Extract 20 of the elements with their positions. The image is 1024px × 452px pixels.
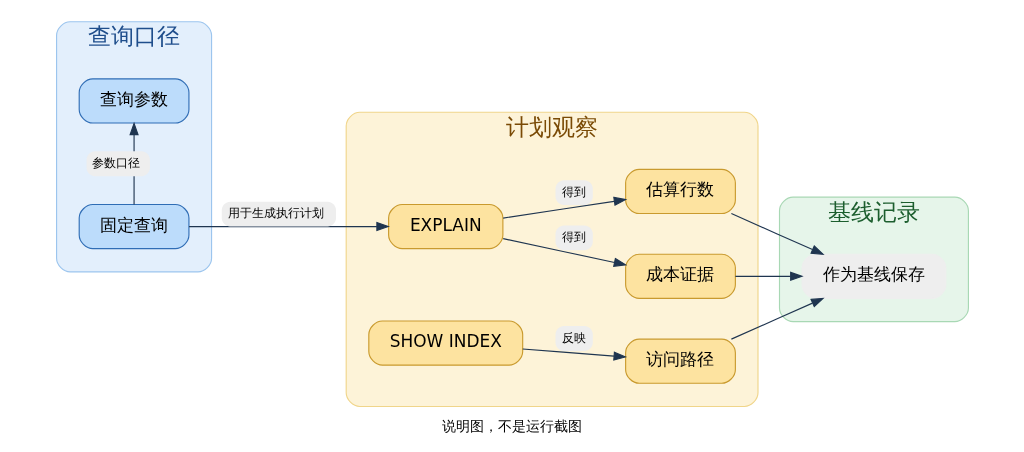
node-box: 查询参数: [78, 78, 189, 124]
caption: 说明图，不是运行截图: [442, 417, 582, 434]
edge-label: 用于生成执行计划: [227, 205, 324, 221]
arrow: [502, 196, 627, 219]
node-box: 固定查询: [78, 203, 189, 250]
arrow: [521, 348, 627, 361]
arrow: [734, 271, 804, 282]
edge-label: 反映: [561, 329, 586, 345]
node-box: EXPLAIN: [387, 203, 503, 250]
node-box: 估算行数: [624, 168, 736, 215]
node-box: 作为基线保存: [801, 253, 946, 299]
node-box: 访问路径: [624, 338, 736, 384]
arrow: [730, 213, 825, 255]
edge-label: 得到: [561, 183, 586, 199]
arrow: [502, 238, 627, 267]
edge-label: 参数口径: [91, 154, 140, 170]
node-box: 成本证据: [624, 253, 736, 299]
arrow: [730, 297, 825, 340]
node-box: SHOW INDEX: [367, 320, 523, 366]
edge-label: 得到: [561, 229, 586, 245]
